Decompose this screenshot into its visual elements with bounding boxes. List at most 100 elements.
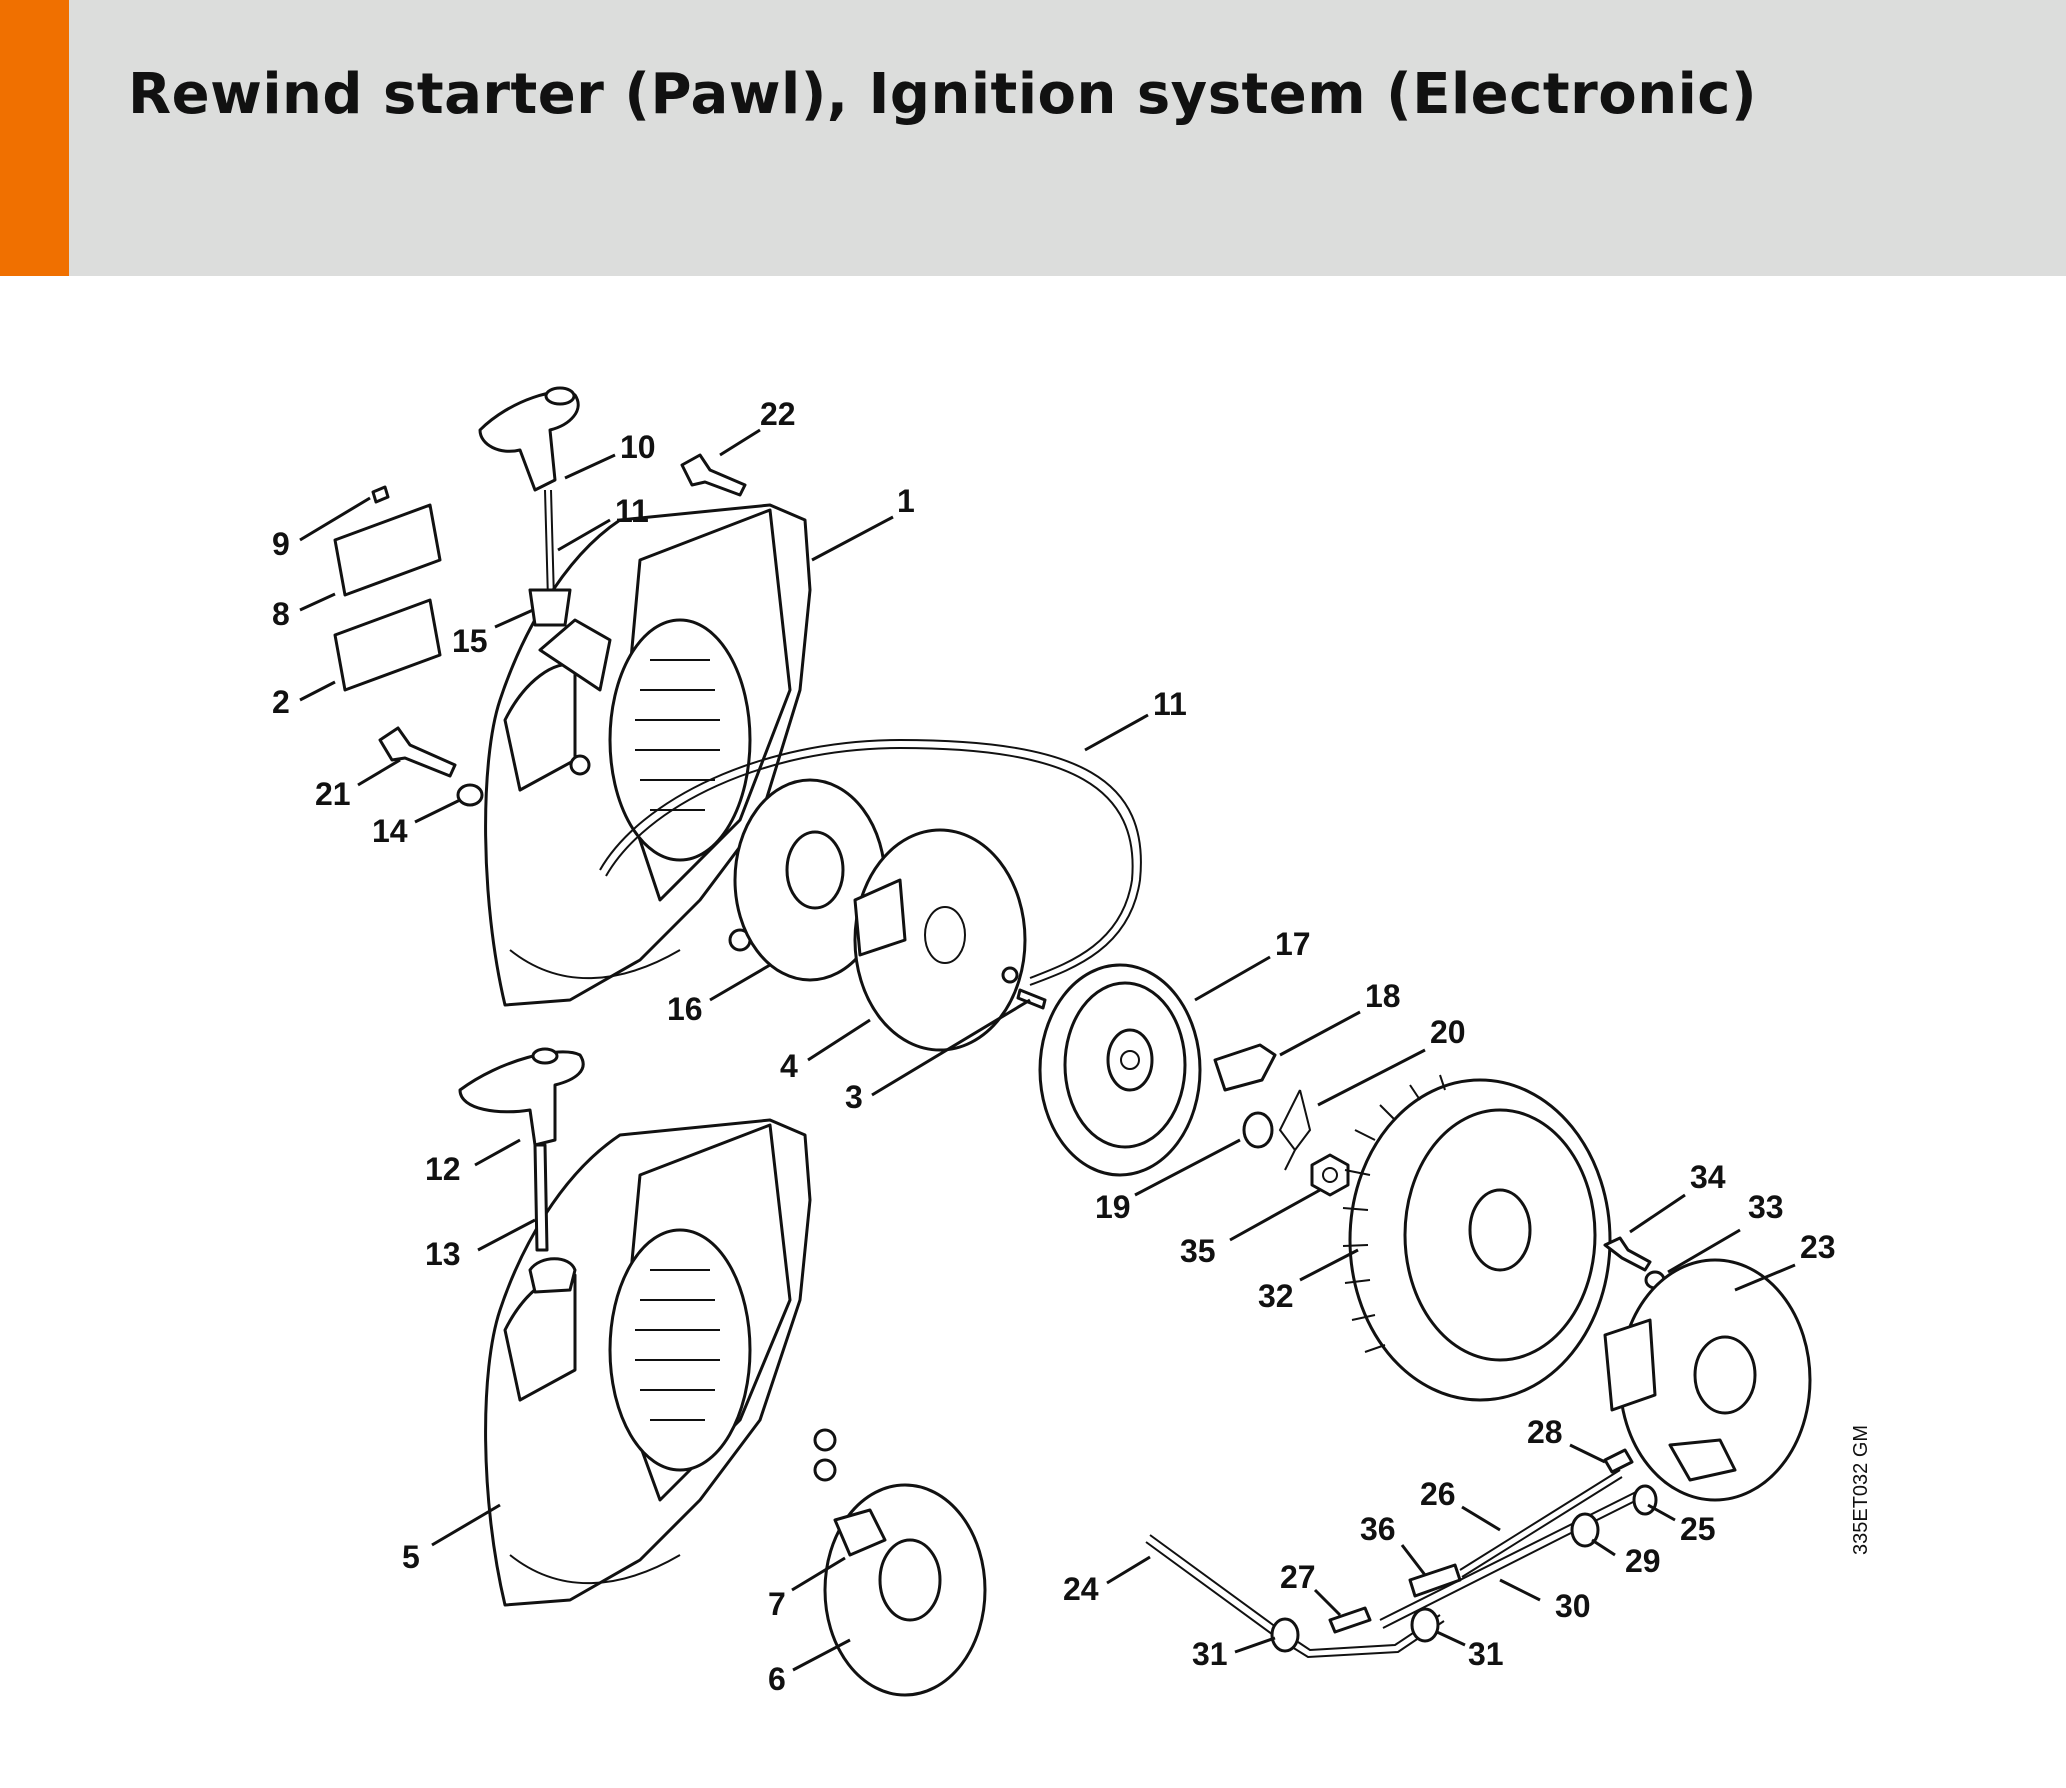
- svg-text:29: 29: [1625, 1543, 1661, 1579]
- connector-36: [1408, 1563, 1462, 1598]
- callout-31-left: 31: [1192, 1636, 1276, 1672]
- callout-6: 6: [768, 1638, 851, 1697]
- starter-grip-lower: [458, 1047, 585, 1147]
- exploded-parts-diagram: 22 10 9 11 1 8 15 2 11 21 14 17 16 18 4 …: [272, 386, 1836, 1697]
- rope-guide-bush: [528, 588, 572, 627]
- callout-12: 12: [425, 1138, 521, 1187]
- rod-13: [533, 1143, 549, 1252]
- sleeve-31-left: [1270, 1617, 1300, 1653]
- ignition-lead-24b: [1145, 1541, 1445, 1659]
- svg-text:30: 30: [1555, 1588, 1591, 1624]
- svg-text:11: 11: [1153, 686, 1187, 722]
- svg-text:19: 19: [1095, 1189, 1131, 1225]
- header-bar: Rewind starter (Pawl), Ignition system (…: [0, 0, 2066, 276]
- callout-31-right: 31: [1436, 1630, 1504, 1672]
- svg-text:4: 4: [780, 1048, 798, 1084]
- svg-text:22: 22: [760, 396, 796, 432]
- svg-text:21: 21: [315, 776, 351, 812]
- callout-21: 21: [315, 758, 401, 812]
- callout-18: 18: [1279, 978, 1401, 1057]
- svg-text:31: 31: [1468, 1636, 1504, 1672]
- svg-text:7: 7: [768, 1586, 786, 1622]
- nut-35: [1310, 1153, 1350, 1197]
- callout-5: 5: [402, 1503, 501, 1575]
- starter-rope-upper: [544, 489, 555, 601]
- callout-24: 24: [1063, 1555, 1151, 1607]
- svg-text:16: 16: [667, 991, 703, 1027]
- starter-rope-loop-2: [605, 746, 1134, 979]
- pawl-18: [1213, 1043, 1277, 1092]
- callout-19: 19: [1095, 1138, 1241, 1225]
- svg-text:23: 23: [1800, 1229, 1836, 1265]
- svg-text:2: 2: [272, 684, 290, 720]
- spring-housing-4: [853, 828, 1027, 1052]
- callout-28: 28: [1527, 1414, 1606, 1464]
- svg-text:12: 12: [425, 1151, 461, 1187]
- svg-text:28: 28: [1527, 1414, 1563, 1450]
- svg-text:3: 3: [845, 1079, 863, 1115]
- page-title: Rewind starter (Pawl), Ignition system (…: [128, 62, 1758, 127]
- svg-text:20: 20: [1430, 1014, 1466, 1050]
- sleeve-31-right: [1410, 1607, 1440, 1643]
- svg-text:34: 34: [1690, 1159, 1726, 1195]
- ignition-module-23: [1603, 1258, 1812, 1502]
- sleeve-29: [1570, 1512, 1600, 1548]
- svg-text:18: 18: [1365, 978, 1401, 1014]
- ignition-lead-24: [1149, 1534, 1441, 1652]
- callout-15: 15: [452, 608, 534, 659]
- starter-grip-upper: [478, 386, 580, 492]
- svg-text:14: 14: [372, 813, 408, 849]
- callout-17: 17: [1194, 926, 1311, 1002]
- connector-27: [1328, 1606, 1372, 1634]
- callout-36: 36: [1360, 1511, 1427, 1576]
- fan-housing-upper: [484, 503, 812, 1007]
- fan-housing-lower: [484, 1118, 837, 1607]
- callout-34: 34: [1629, 1159, 1726, 1234]
- svg-text:33: 33: [1748, 1189, 1784, 1225]
- callout-35: 35: [1180, 1188, 1321, 1269]
- svg-text:31: 31: [1192, 1636, 1228, 1672]
- rope-rotor-17: [1038, 963, 1202, 1177]
- callout-2: 2: [272, 680, 336, 720]
- callout-11: 11: [557, 493, 649, 552]
- svg-text:8: 8: [272, 596, 290, 632]
- plate-2: [333, 598, 442, 692]
- svg-text:25: 25: [1680, 1511, 1716, 1547]
- part-7: [833, 1508, 887, 1557]
- svg-text:15: 15: [452, 623, 488, 659]
- callout-10: 10: [564, 429, 656, 480]
- callout-7: 7: [768, 1556, 846, 1622]
- screw-21: [378, 726, 457, 778]
- svg-text:13: 13: [425, 1236, 461, 1272]
- callout-26: 26: [1420, 1476, 1501, 1532]
- screw-9: [371, 485, 390, 504]
- callout-22: 22: [719, 396, 796, 457]
- svg-text:24: 24: [1063, 1571, 1099, 1607]
- svg-text:11: 11: [615, 493, 649, 529]
- svg-text:1: 1: [897, 483, 915, 519]
- svg-text:26: 26: [1420, 1476, 1456, 1512]
- callout-32: 32: [1258, 1248, 1359, 1314]
- callout-25: 25: [1647, 1503, 1716, 1547]
- callout-16: 16: [667, 963, 771, 1027]
- svg-text:9: 9: [272, 526, 290, 562]
- callout-23: 23: [1734, 1229, 1836, 1292]
- svg-text:10: 10: [620, 429, 656, 465]
- plate-8: [333, 503, 442, 597]
- washer-19: [1242, 1111, 1274, 1149]
- spring-clip-20: [1278, 1089, 1312, 1171]
- accent-strip: [0, 0, 69, 276]
- callout-13: 13: [425, 1218, 536, 1272]
- short-circuit-wire-26: [1459, 1469, 1623, 1578]
- callout-30: 30: [1499, 1578, 1591, 1624]
- svg-text:5: 5: [402, 1539, 420, 1575]
- washer-14: [456, 783, 484, 807]
- callout-4: 4: [780, 1018, 871, 1084]
- callout-20: 20: [1317, 1014, 1466, 1107]
- ground-wire-30: [1379, 1489, 1644, 1629]
- callout-27: 27: [1280, 1559, 1342, 1617]
- callout-9: 9: [272, 496, 371, 562]
- callout-33: 33: [1667, 1189, 1784, 1274]
- sleeve-25: [1632, 1484, 1658, 1516]
- svg-text:36: 36: [1360, 1511, 1396, 1547]
